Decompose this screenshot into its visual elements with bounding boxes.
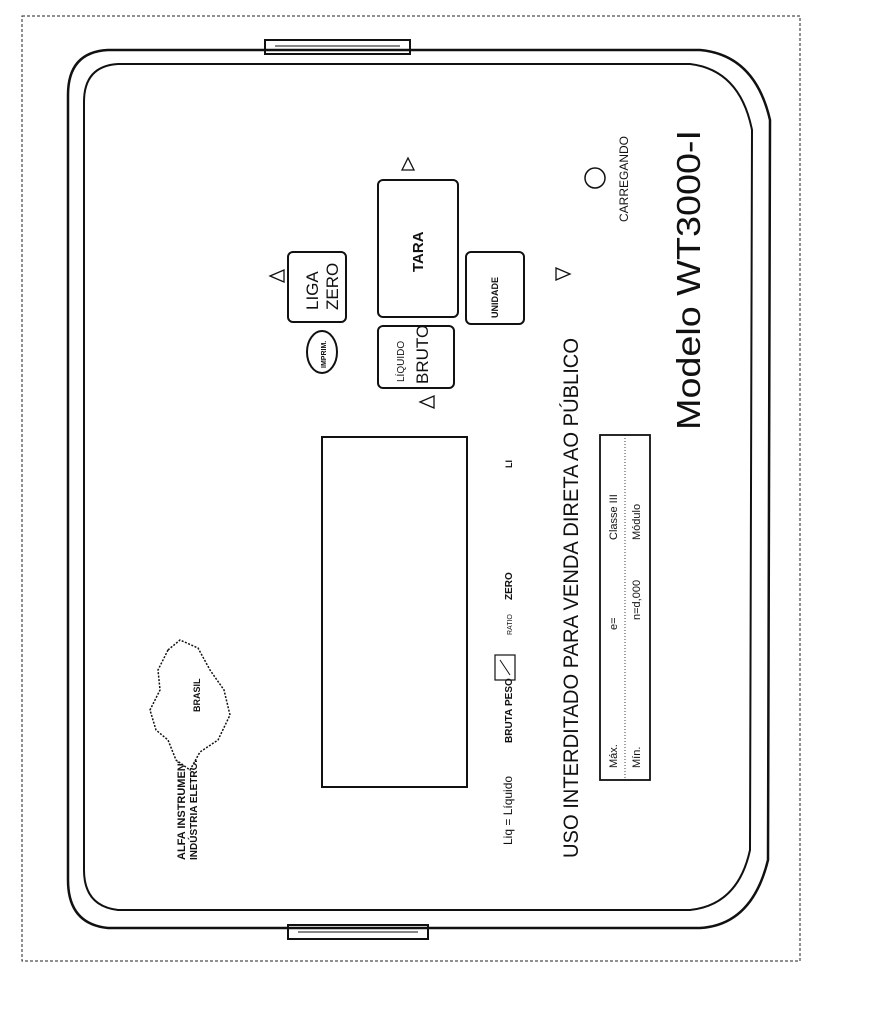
warning-text: USO INTERDITADO PARA VENDA DIRETA AO PÚB… — [560, 338, 583, 858]
model-name: Modelo WT3000-I — [670, 130, 707, 430]
plate-e: e= — [608, 617, 620, 630]
liquido-bruto-button[interactable]: LÍQUIDO BRUTO — [377, 325, 455, 389]
unidade-button[interactable]: UNIDADE — [465, 251, 525, 325]
indicator-ratio: RATIO — [507, 614, 514, 635]
arrow-right-icon — [555, 267, 572, 281]
bottom-clip — [287, 924, 429, 940]
top-clip — [264, 39, 411, 55]
plate-max: Máx. — [608, 744, 620, 768]
spec-plate: Máx. e= Classe III Mín. n=d,000 Módulo — [599, 434, 651, 781]
indicator-extra: LI — [504, 460, 514, 468]
print-button-label: IMPRIM. — [321, 341, 328, 368]
liquido-bruto-label-2: BRUTO — [413, 325, 432, 384]
indicator-bruta: BRUTA — [504, 709, 515, 743]
net-legend: Liq = Líquido — [501, 776, 515, 845]
plate-n: n=d,000 — [631, 580, 643, 620]
charging-indicator: CARREGANDO — [584, 136, 631, 222]
logo-label: BRASIL — [192, 678, 202, 712]
print-button[interactable]: IMPRIM. — [306, 330, 338, 374]
plate-classe: Classe III — [608, 494, 620, 540]
manufacturer-line-1: ALFA INSTRUMENTOS — [176, 741, 188, 860]
sheet-border — [21, 15, 801, 962]
liga-zero-button[interactable]: LIGA ZERO — [287, 251, 347, 323]
device-inner-frame — [83, 63, 754, 911]
weight-display — [321, 436, 468, 788]
brazil-map-logo: BRASIL — [149, 639, 231, 772]
arrow-up-icon — [400, 156, 416, 171]
tara-button[interactable]: TARA — [377, 179, 459, 318]
plate-modulo: Módulo — [631, 504, 643, 540]
tara-label: TARA — [410, 231, 427, 272]
liga-zero-label-1: LIGA — [303, 271, 322, 310]
indicator-box — [494, 654, 516, 681]
charging-label: CARREGANDO — [617, 136, 631, 222]
arrow-left-icon-2 — [418, 395, 435, 409]
arrow-left-icon-1 — [268, 269, 285, 283]
charging-led-icon — [584, 167, 606, 189]
indicator-zero: ZERO — [504, 572, 515, 600]
indicator-peso: PESO — [504, 678, 515, 706]
liquido-bruto-label-1: LÍQUIDO — [394, 341, 407, 382]
device-outer-frame — [66, 48, 772, 930]
plate-min: Mín. — [631, 747, 643, 768]
unidade-label: UNIDADE — [490, 277, 500, 318]
liga-zero-label-2: ZERO — [323, 263, 342, 310]
